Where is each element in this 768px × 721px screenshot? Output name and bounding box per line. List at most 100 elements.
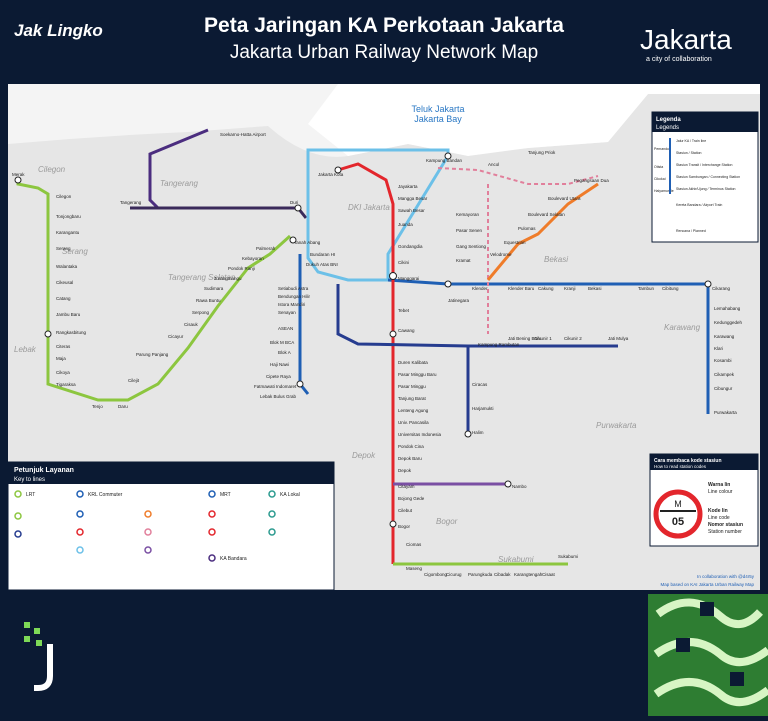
sea-label-en: Jakarta Bay [414,114,462,124]
station-cicurug: Cicurug [446,572,462,577]
sea-label-id: Teluk Jakarta [411,104,464,114]
station-rawa-buntu: Rawa Buntu [196,298,221,303]
station-cibungur: Cibungur [714,386,733,391]
code-letter: M [674,499,682,509]
howto-title-en: How to read station codes [654,464,707,469]
station-lemahabang: Lemahabang [714,306,741,311]
station-tanjung-barat: Tanjung Barat [398,396,427,401]
station-purwakarta: Purwakarta [714,410,737,415]
footer-graphics [24,594,768,716]
station-cilebut: Cilebut [398,508,413,513]
station-klender-baru: Klender Baru [508,286,535,291]
station-daru: Daru [118,404,128,409]
line-light-blue-loop [306,148,450,282]
station-kedunggedeh: Kedunggedeh [714,320,743,325]
station-pasar-minggu-baru: Pasar Minggu Baru [398,372,437,377]
station-kranji: Kranji [564,286,576,291]
station-lebak-bulus: Lebak Bulus Grab [260,394,297,399]
footer [0,594,768,716]
legend-item-5: Kereta Bandara / Airport Train [676,203,722,207]
station-cicayur: Cicayur [168,334,184,339]
header: Jak Lingko Peta Jaringan KA Perkotaan Ja… [0,0,768,80]
batik-pattern-icon [648,594,768,716]
interchange-jatinegara [444,280,452,288]
station-univ-pancasila: Univ. Pancasila [398,420,429,425]
station-juanda: Juanda [398,222,413,227]
station-cilejit: Cilejit [128,378,140,383]
credit-line-2: Map based on KAI Jakarta Urban Railway M… [660,582,754,587]
region-depok: Depok [352,451,376,460]
station-tonjongbaru: Tonjongbaru [56,214,81,219]
station-pulomas: Pulomas [518,226,536,231]
station-cikoya: Cikoya [56,370,70,375]
station-gang-sentiong: Gang Sentiong [456,244,487,249]
station-cakung: Cakung [538,286,554,291]
terminus-nambo [504,480,512,488]
station-haji-nawi: Haji Nawi [270,362,289,367]
station-markers [14,152,712,528]
legend-box: Legenda Legends Jalur KA / Train line St… [651,111,759,243]
station-pasar-minggu: Pasar Minggu [398,384,426,389]
station-pegangsaan-dua: Pegangsaan Dua [574,178,609,183]
interchange-kampung-bandan [444,152,452,160]
legend-item-1: Stasiun / Station [676,151,702,155]
service-key-title-en: Key to lines [14,477,45,483]
service-group-mrt: MRT [220,492,231,498]
station-jayakarta: Jayakarta [398,184,418,189]
jakarta-emblem-icon [24,622,42,646]
station-jambu-baru: Jambu Baru [56,312,81,317]
line-red-bogor [337,162,395,564]
station-ui: Universitas Indonesia [398,432,442,437]
station-ciracas: Harjamukti [472,406,494,411]
legend-title-id: Legenda [656,117,681,123]
interchange-cawang [389,330,397,338]
howto-code-id: Kode lin [708,508,728,514]
station-jati-mulya: Jati Mulya [608,336,629,341]
station-palmerah: Palmerah [256,246,276,251]
station-cikampek: Cikampek [714,372,735,377]
terminus-merak [14,176,22,184]
region-labels: Cilegon Tangerang Serang Tangerang Selat… [14,165,701,564]
station-labels: Merak Cilegon Tonjongbaru Karangantu Ser… [12,132,743,577]
station-rangkasbitung: Rangkasbitung [56,330,87,335]
station-kampung-bandan: Kampung Bandan [426,158,463,163]
station-serpong: Serpong [192,310,210,315]
station-istora: Istora Mandiri [278,302,305,307]
station-ciomas: Ciomas [406,542,422,547]
station-airport: Soekarno-Hatta Airport [220,132,267,137]
howto-box: Cara membaca kode stasiun How to read st… [649,453,759,547]
station-duren-kalibata: Duren Kalibata [398,360,428,365]
station-cisauk: Cisauk [184,322,199,327]
station-senayan: Senayan [278,310,296,315]
j-mark-icon [34,644,53,691]
station-lenteng-agung: Lenteng Agung [398,408,429,413]
service-group-airport: KA Bandara [220,556,247,562]
station-serang: Serang [56,246,71,251]
sea-area [308,84,760,156]
station-tebet: Tebet [398,308,410,313]
interchange-duri [294,204,302,212]
legend-title-en: Legends [656,125,679,131]
station-kemayoran: Kemayoran [456,212,480,217]
service-group-lrt: LRT [26,492,35,498]
legend-item-2: Stasiun Transit / Interchange Station [676,163,732,167]
code-number: 05 [672,516,684,528]
line-airport [148,128,209,210]
station-equestrian: Equestrian [504,240,526,245]
station-catang: Catang [56,296,71,301]
station-bundaran-hi: Bundaran HI [310,252,335,257]
howto-code-en: Line code [708,515,730,521]
legend-sample-2: Cikokai [654,177,666,181]
station-karangtengah: Karangtengah [514,572,543,577]
station-tenjo: Tenjo [92,404,103,409]
station-blok-a: Blok A [278,350,291,355]
station-manggarai: Manggarai [398,276,419,281]
region-sukabumi: Sukabumi [498,555,534,564]
station-nambo: Nambo [512,484,527,489]
station-bendungan-hilir: Bendungan Hilir [278,294,311,299]
line-green-rangkasbitung [16,180,292,402]
station-jati-bening: Jati Bening Baru [508,336,542,341]
station-blok-m: Blok M BCA [270,340,294,345]
region-purwakarta: Purwakarta [596,421,637,430]
title-indonesian: Peta Jaringan KA Perkotaan Jakarta [204,14,564,37]
